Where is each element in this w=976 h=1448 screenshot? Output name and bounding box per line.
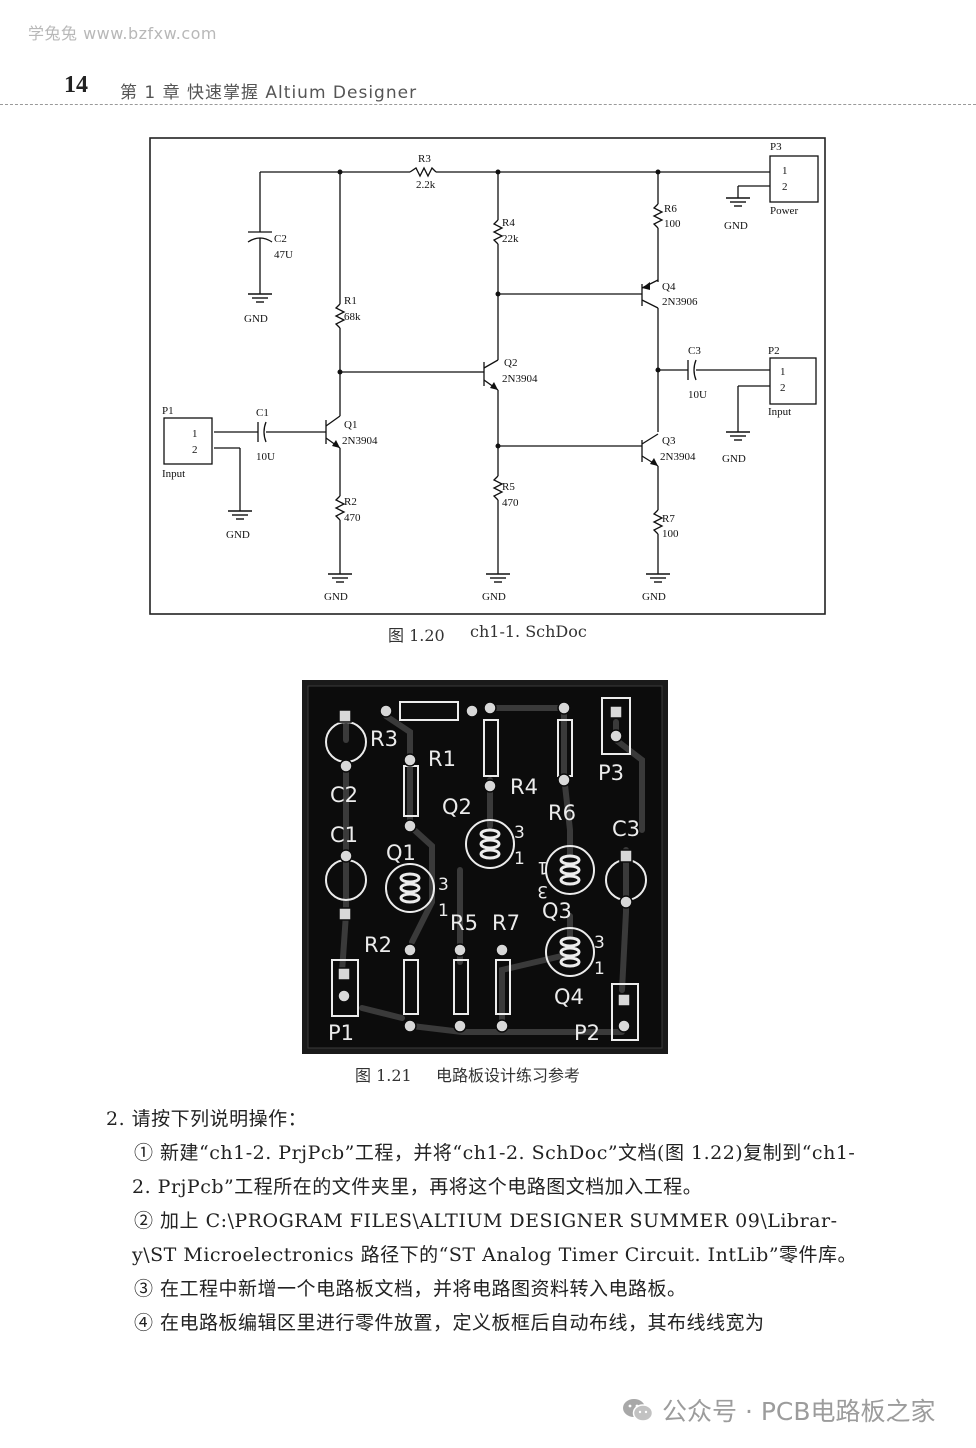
sch-label-c2: C2 [274,233,287,245]
pcb-pin-label: 3 [438,875,449,895]
sch-p2-name: Input [768,406,791,418]
pcb-label-q4: Q4 [554,985,584,1009]
sch-value-q3: 2N3904 [660,451,696,463]
pcb-pin-label: 3 [514,823,525,843]
pcb-label-r4: R4 [510,775,538,799]
sch-p1-pin1: 1 [192,428,198,440]
sch-value-r1: 68k [344,311,361,323]
pcb-pin-label: 1 [537,857,548,877]
sch-p2-pin2: 2 [780,382,786,394]
pcb-label-q2: Q2 [442,795,472,819]
instruction-line: y\ST Microelectronics 路径下的“ST Analog Tim… [132,1244,858,1266]
sch-label-c1: C1 [256,407,269,419]
pcb-pin-label: 3 [537,881,548,901]
pcb-label-q1: Q1 [386,841,416,865]
instruction-line: 2. PrjPcb”工程所在的文件夹里，再将这个电路图文档加入工程。 [132,1176,703,1198]
sch-label-r6: R6 [664,203,677,215]
instruction-line: ① 新建“ch1-2. PrjPcb”工程，并将“ch1-2. SchDoc”文… [134,1142,856,1164]
instruction-line: ④ 在电路板编辑区里进行零件放置，定义板框后自动布线，其布线线宽为 [134,1312,765,1334]
sch-value-r5: 470 [502,497,519,509]
sch-gnd-label: GND [482,591,506,603]
pcb-pin-label: 1 [438,901,449,921]
figure-caption-text: ch1-1. SchDoc [470,622,587,641]
sch-gnd-label: GND [724,220,748,232]
pcb-label-p1: P1 [328,1021,354,1045]
sch-value-q4: 2N3906 [662,296,698,308]
sch-label-q2: Q2 [504,357,517,369]
pcb-label-r2: R2 [364,933,392,957]
pcb-pin-label: 1 [594,959,605,979]
sch-p1-pin2: 2 [192,444,198,456]
sch-label-c3: C3 [688,345,701,357]
sch-value-c3: 10U [688,389,707,401]
instruction-line: ③ 在工程中新增一个电路板文档，并将电路图资料转入电路板。 [134,1278,687,1300]
sch-value-c2: 47U [274,249,293,261]
pcb-pin-label: 1 [514,849,525,869]
pcb-pin-label: 3 [594,933,605,953]
pcb-label-q3: Q3 [542,899,572,923]
sch-p3-name: Power [770,205,798,217]
sch-gnd-label: GND [244,313,268,325]
sch-label-r4: R4 [502,217,515,229]
footer-brand-text: 公众号 · PCB电路板之家 [662,1397,936,1426]
sch-p3-pin1: 1 [782,165,788,177]
sch-value-r4: 22k [502,233,519,245]
header-rule [0,104,976,105]
sch-label-q1: Q1 [344,419,357,431]
sch-value-q1: 2N3904 [342,435,378,447]
pcb-label-p3: P3 [598,761,624,785]
sch-label-p1: P1 [162,405,174,417]
wechat-icon [623,1399,654,1422]
figure-caption-number: 图 1.20 [388,626,445,645]
sch-label-q3: Q3 [662,435,676,447]
sch-label-r5: R5 [502,481,515,493]
sch-value-r2: 470 [344,512,361,524]
sch-p1-name: Input [162,468,185,480]
watermark-text: 学兔兔 www.bzfxw.com [28,24,217,43]
chapter-title: 第 1 章 快速掌握 Altium Designer [120,83,418,103]
pcb-label-r7: R7 [492,911,520,935]
pcb-figure: R3 R1 R4 R6 P3 C2 Q2 C1 Q1 C3 Q3 R5 R7 R… [302,680,668,1054]
sch-value-r7: 100 [662,528,679,540]
figure-caption-number: 图 1.21 [355,1066,412,1085]
pcb-label-r5: R5 [450,911,478,935]
sch-gnd-label: GND [226,529,250,541]
pcb-label-r1: R1 [428,747,456,771]
footer-brand: 公众号 · PCB电路板之家 [622,1392,936,1428]
sch-label-r1: R1 [344,295,357,307]
pcb-label-c2: C2 [330,783,358,807]
sch-label-q4: Q4 [662,281,676,293]
sch-p3-pin2: 2 [782,181,788,193]
pcb-label-r3: R3 [370,727,398,751]
sch-value-c1: 10U [256,451,275,463]
sch-value-q2: 2N3904 [502,373,538,385]
pcb-label-c3: C3 [612,817,640,841]
figure-caption-text: 电路板设计练习参考 [436,1066,581,1085]
schematic-figure: R3 2.2k C2 47U R1 68k R4 22k R6 100 Q4 2… [149,137,826,615]
pcb-label-r6: R6 [548,801,576,825]
sch-p2-pin1: 1 [780,366,786,378]
page-number: 14 [64,72,88,98]
instruction-line: ② 加上 C:\PROGRAM FILES\ALTIUM DESIGNER SU… [134,1210,838,1232]
sch-gnd-label: GND [642,591,666,603]
pcb-label-p2: P2 [574,1021,600,1045]
sch-label-r2: R2 [344,496,357,508]
sch-gnd-label: GND [324,591,348,603]
instructions-heading: 2. 请按下列说明操作： [106,1108,308,1130]
sch-label-r3: R3 [418,153,431,165]
sch-value-r6: 100 [664,218,681,230]
pcb-label-c1: C1 [330,823,358,847]
sch-label-p3: P3 [770,141,782,153]
sch-label-r7: R7 [662,513,675,525]
sch-value-r3: 2.2k [416,179,436,191]
sch-gnd-label: GND [722,453,746,465]
sch-label-p2: P2 [768,345,780,357]
